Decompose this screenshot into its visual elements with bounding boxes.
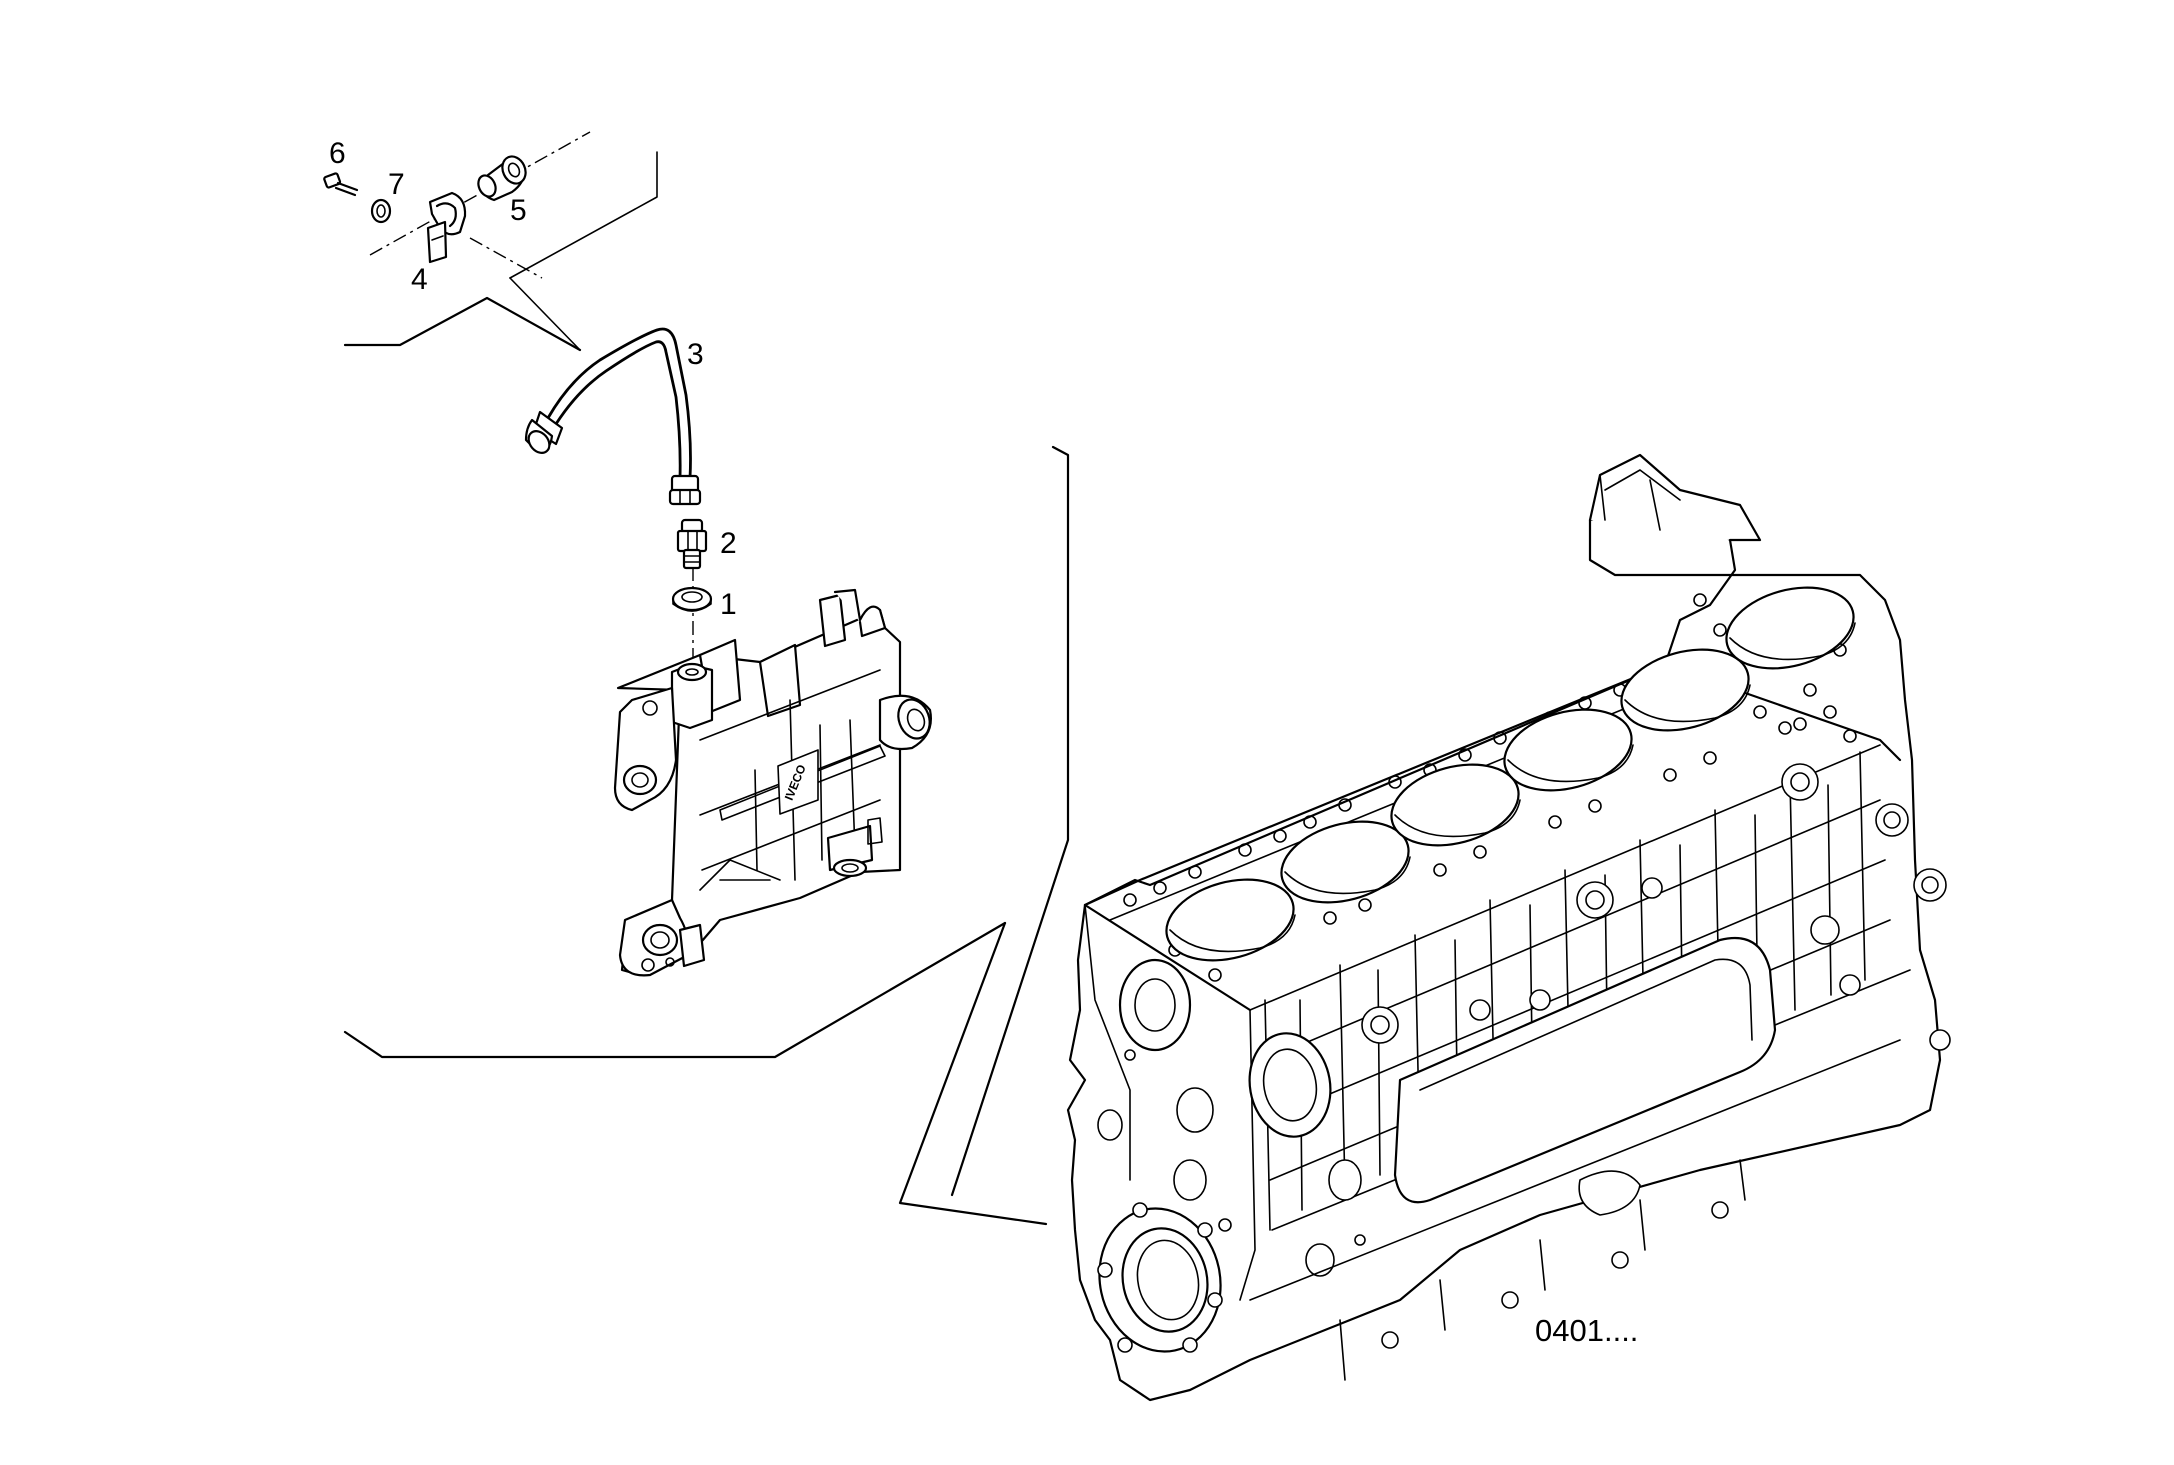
callout-3: 3 [687, 338, 704, 371]
callout-6: 6 [329, 137, 346, 170]
clamp-part-4 [426, 191, 467, 264]
bush-part-5 [477, 155, 527, 202]
pipe-part-3 [524, 327, 702, 506]
cylinder-bores [1165, 586, 1856, 962]
housing-logo-plate: IVECO [777, 749, 819, 815]
cooler-housing: IVECO [613, 588, 932, 977]
diagram-reference-code: 0401.... [1535, 1313, 1638, 1348]
engine-block [1066, 453, 1951, 1402]
callout-labels: 1 2 3 4 5 6 7 [329, 137, 737, 621]
pipe-fitting-bottom [668, 474, 702, 506]
seal-washer-part-1 [671, 586, 713, 612]
callout-4: 4 [411, 263, 428, 296]
detail-frame-lines [343, 151, 1070, 1226]
callout-1: 1 [720, 588, 737, 621]
front-face-bosses [1097, 958, 1366, 1277]
block-side-ports [1361, 763, 1951, 1051]
callout-2: 2 [720, 527, 737, 560]
assembly-centre-lines [369, 131, 694, 665]
callout-5: 5 [510, 194, 527, 227]
callout-7: 7 [388, 168, 405, 201]
bolt-part-6 [323, 172, 359, 197]
union-fitting-part-2 [676, 518, 708, 570]
crankshaft-rear-flange [1097, 1202, 1223, 1353]
washer-part-7 [370, 198, 392, 224]
pipe-fitting-left [524, 410, 564, 454]
